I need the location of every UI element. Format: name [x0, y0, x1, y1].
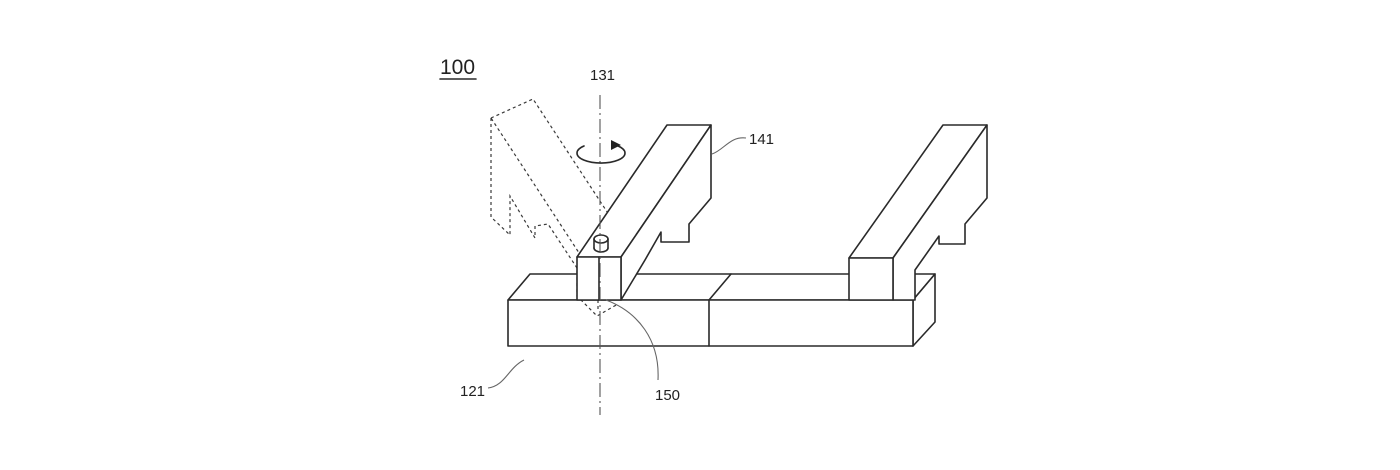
arm-141 — [576, 124, 712, 301]
label-axis: 131 — [590, 67, 615, 84]
rotation-arrow-icon — [576, 140, 626, 164]
right-arm — [848, 124, 988, 301]
leader-141 — [711, 137, 747, 155]
label-arm: 141 — [749, 131, 774, 148]
leader-150 — [605, 299, 659, 381]
pin-150 — [593, 234, 609, 253]
label-pin: 150 — [655, 387, 680, 404]
leader-121 — [487, 359, 525, 389]
label-assembly: 100 — [440, 56, 475, 79]
label-base: 121 — [460, 383, 485, 400]
